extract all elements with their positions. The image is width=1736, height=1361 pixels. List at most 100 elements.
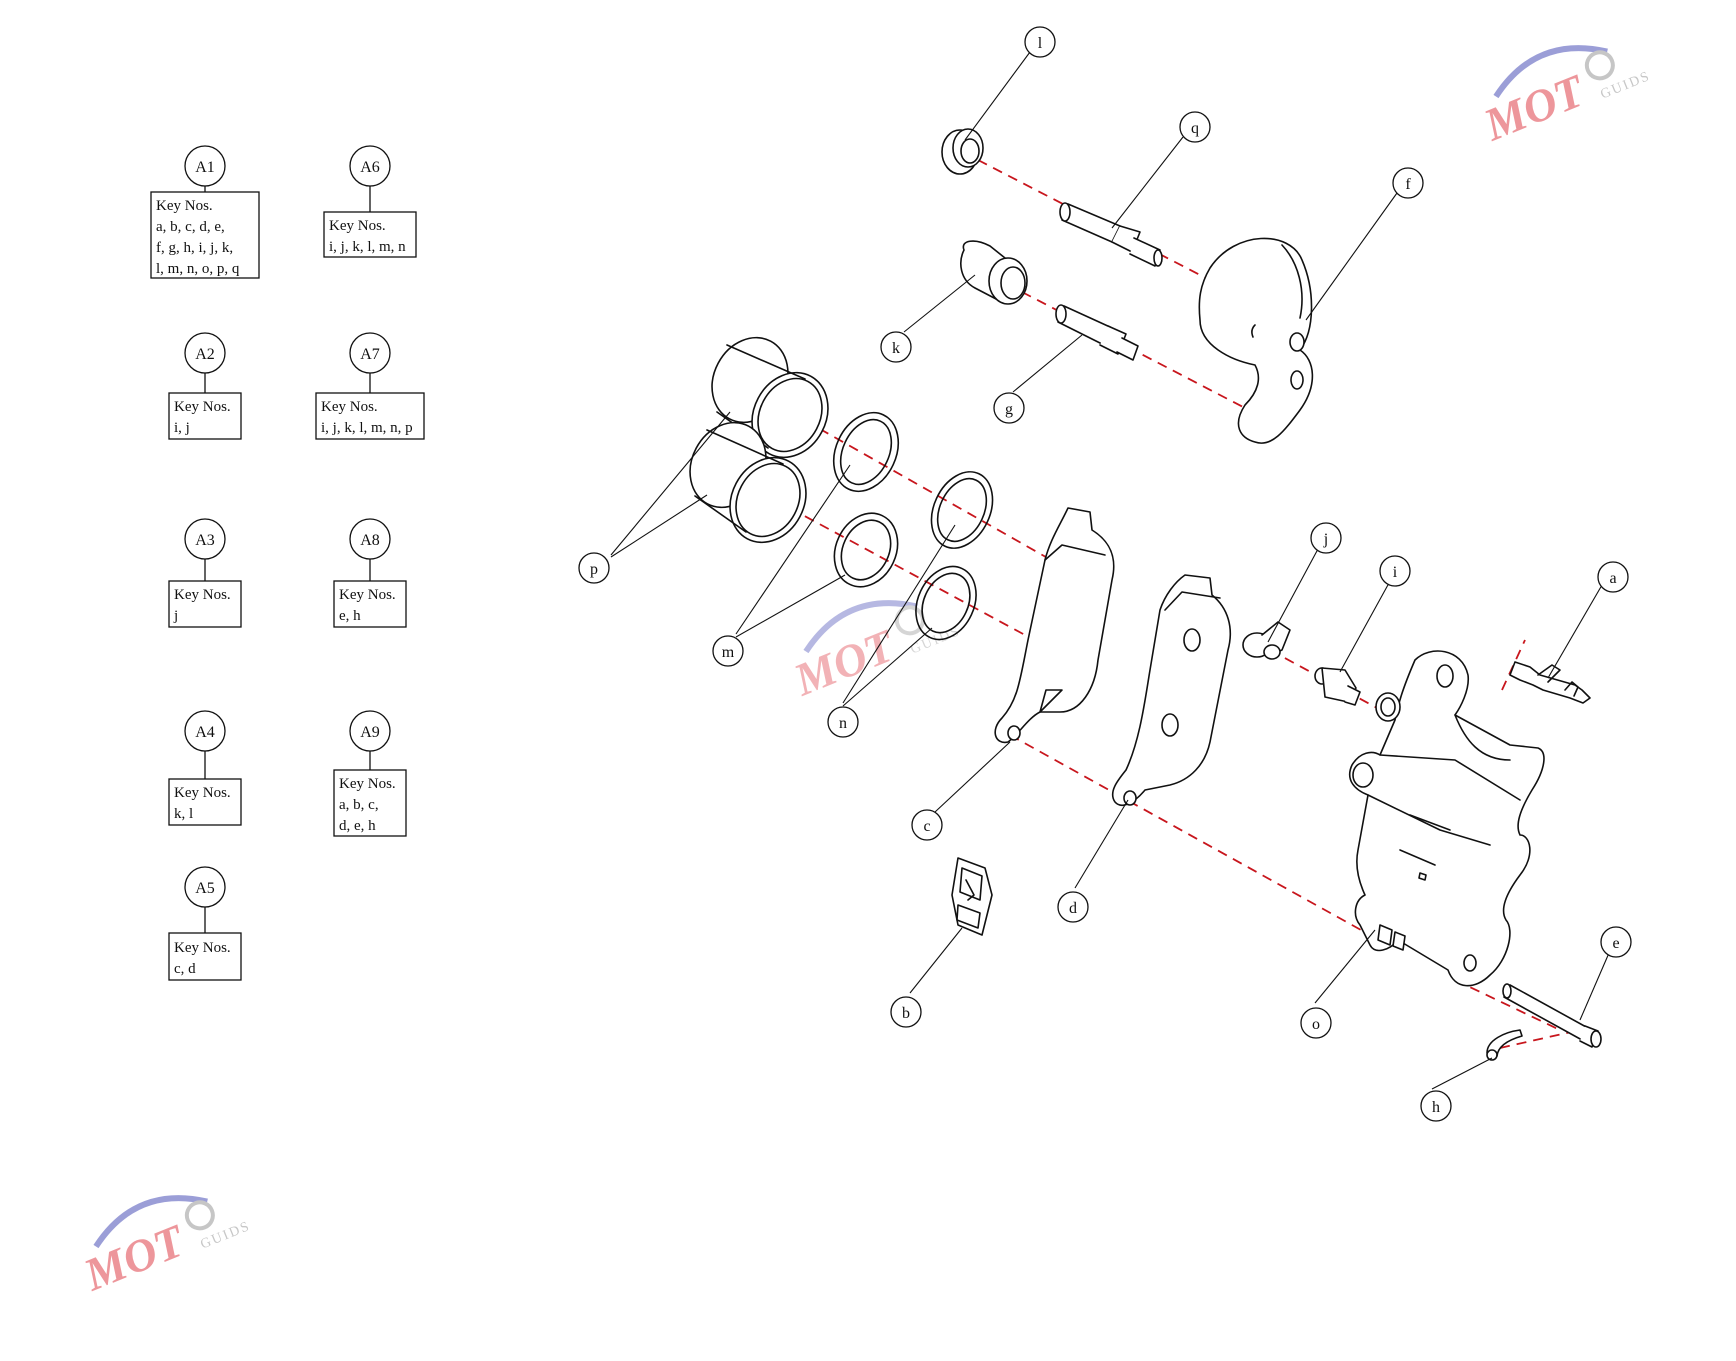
key-header: Key Nos. bbox=[321, 399, 378, 415]
key-header: Key Nos. bbox=[339, 587, 396, 603]
watermark-sub: GUIDS bbox=[198, 1219, 253, 1253]
key-header: Key Nos. bbox=[339, 776, 396, 792]
part-g-pin bbox=[1055, 304, 1139, 361]
key-list: e, h bbox=[339, 608, 361, 624]
watermark-brand: MOT bbox=[76, 1214, 193, 1301]
assembly-id: A9 bbox=[360, 724, 380, 741]
callout-letter: l bbox=[1038, 35, 1043, 52]
callout-letter: k bbox=[892, 340, 900, 357]
callout-j: j bbox=[1310, 522, 1342, 554]
assembly-id: A6 bbox=[360, 159, 380, 176]
assembly-a5: A5 Key Nos. c, d bbox=[168, 866, 242, 981]
assembly-id: A7 bbox=[360, 346, 380, 363]
key-list: k, l bbox=[174, 806, 193, 822]
key-list: i, j bbox=[174, 420, 190, 436]
callout-letter: q bbox=[1191, 120, 1199, 137]
watermark-sub: GUIDS bbox=[1598, 69, 1653, 103]
key-list: i, j, k, l, m, n bbox=[329, 239, 406, 255]
assembly-a3: A3 Key Nos. j bbox=[168, 518, 242, 628]
assembly-id: A5 bbox=[195, 880, 215, 897]
key-list: c, d bbox=[174, 961, 196, 977]
gear-icon bbox=[184, 1200, 215, 1231]
key-list: a, b, c, bbox=[339, 797, 379, 813]
callout-i: i bbox=[1379, 555, 1411, 587]
callout-q: q bbox=[1179, 111, 1211, 143]
watermark-logo-middle: MOT GUIDS bbox=[786, 600, 963, 706]
part-o-caliper-body bbox=[1348, 650, 1545, 987]
callout-l: l bbox=[1024, 26, 1056, 58]
callout-a: a bbox=[1597, 561, 1629, 593]
callout-n: n bbox=[827, 706, 859, 738]
callout-letter: f bbox=[1405, 176, 1411, 193]
part-h-clip bbox=[1486, 1029, 1523, 1061]
assembly-key-table: A1 Key Nos. a, b, c, d, e, f, g, h, i, j… bbox=[150, 145, 425, 981]
part-f-caliper-half bbox=[1198, 237, 1314, 444]
callout-g: g bbox=[993, 392, 1025, 424]
callout-e: e bbox=[1600, 926, 1632, 958]
part-n-seals bbox=[915, 471, 994, 641]
assembly-id: A3 bbox=[195, 532, 215, 549]
part-a-clip bbox=[1509, 661, 1591, 704]
assembly-a2: A2 Key Nos. i, j bbox=[168, 332, 242, 440]
key-list: l, m, n, o, p, q bbox=[156, 261, 240, 277]
part-p-pistons bbox=[684, 336, 829, 544]
key-header: Key Nos. bbox=[329, 218, 386, 234]
callout-letter: e bbox=[1612, 935, 1619, 952]
key-header: Key Nos. bbox=[156, 198, 213, 214]
assembly-id: A4 bbox=[195, 724, 215, 741]
watermark-arc bbox=[93, 1195, 208, 1249]
callout-letter: g bbox=[1005, 401, 1013, 418]
callout-letter: j bbox=[1323, 531, 1328, 548]
part-k-cap bbox=[960, 240, 1028, 305]
leader-lines bbox=[610, 51, 1610, 1090]
key-list: d, e, h bbox=[339, 818, 376, 834]
assembly-a8: A8 Key Nos. e, h bbox=[333, 518, 407, 628]
callout-labels: l q f k g p m n bbox=[578, 26, 1632, 1122]
callout-letter: a bbox=[1609, 570, 1616, 587]
part-b-spring bbox=[951, 857, 993, 936]
callout-letter: o bbox=[1312, 1016, 1320, 1033]
part-j-bleed-cap bbox=[1242, 621, 1291, 660]
part-c-pad bbox=[994, 507, 1115, 744]
watermark-brand: MOT bbox=[786, 619, 903, 706]
key-list: j bbox=[173, 608, 178, 624]
key-header: Key Nos. bbox=[174, 940, 231, 956]
callout-k: k bbox=[880, 331, 912, 363]
callout-letter: c bbox=[923, 818, 930, 835]
watermark-logo-bottom: MOT GUIDS bbox=[76, 1195, 253, 1301]
assembly-a4: A4 Key Nos. k, l bbox=[168, 710, 242, 826]
key-list: a, b, c, d, e, bbox=[156, 219, 225, 235]
watermark-brand: MOT bbox=[1476, 64, 1593, 151]
key-header: Key Nos. bbox=[174, 785, 231, 801]
part-m-seals bbox=[832, 411, 900, 588]
callout-letter: n bbox=[839, 715, 847, 732]
part-i-bleed-valve bbox=[1314, 667, 1361, 706]
callout-b: b bbox=[890, 996, 922, 1028]
callout-f: f bbox=[1392, 167, 1424, 199]
callout-m: m bbox=[712, 635, 744, 667]
assembly-id: A1 bbox=[195, 159, 215, 176]
assembly-id: A2 bbox=[195, 346, 215, 363]
part-l-cap bbox=[941, 128, 984, 175]
callout-letter: i bbox=[1393, 564, 1398, 581]
assembly-a7: A7 Key Nos. i, j, k, l, m, n, p bbox=[315, 332, 425, 440]
callout-letter: d bbox=[1069, 900, 1077, 917]
assembly-id: A8 bbox=[360, 532, 380, 549]
assembly-a6: A6 Key Nos. i, j, k, l, m, n bbox=[323, 145, 417, 258]
callout-d: d bbox=[1057, 891, 1089, 923]
assembly-a1: A1 Key Nos. a, b, c, d, e, f, g, h, i, j… bbox=[150, 145, 260, 279]
callout-c: c bbox=[911, 809, 943, 841]
watermark-arc bbox=[1493, 45, 1608, 99]
part-e-pin bbox=[1502, 983, 1602, 1048]
watermark-arc bbox=[803, 600, 918, 654]
callout-o: o bbox=[1300, 1007, 1332, 1039]
key-header: Key Nos. bbox=[174, 587, 231, 603]
part-q-pin bbox=[1059, 202, 1163, 267]
key-list: i, j, k, l, m, n, p bbox=[321, 420, 413, 436]
assembly-a9: A9 Key Nos. a, b, c, d, e, h bbox=[333, 710, 407, 837]
key-header: Key Nos. bbox=[174, 399, 231, 415]
callout-letter: m bbox=[722, 644, 735, 661]
gear-icon bbox=[1584, 50, 1615, 81]
callout-letter: h bbox=[1432, 1099, 1440, 1116]
